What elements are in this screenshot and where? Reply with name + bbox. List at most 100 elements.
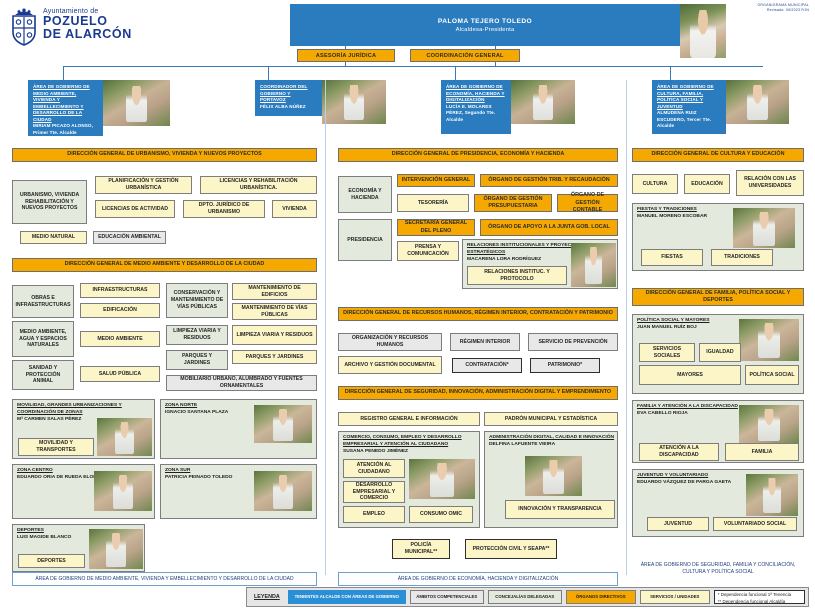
mayor-name: PALOMA TEJERO TOLEDO — [437, 17, 533, 25]
panel-admin-name: DELFINA LAFUENTE VIEIRA — [489, 441, 556, 447]
panel-zona-centro[interactable]: ZONA CENTRO EDUARDO ORIA DE RUEDA ELORRI… — [12, 464, 155, 519]
box-medio-ambiente[interactable]: MEDIO AMBIENTE — [80, 331, 160, 347]
box-padron-municipal[interactable]: PADRÓN MUNICIPAL Y ESTADÍSTICA — [484, 412, 618, 426]
box-medio-natural[interactable]: MEDIO NATURAL — [20, 231, 87, 244]
box-mobiliario-urbano[interactable]: MOBILIARIO URBANO, ALUMBRADO Y FUENTES O… — [166, 375, 317, 391]
ambito-obras-infraestructuras[interactable]: OBRAS E INFRAESTRUCTURAS — [12, 285, 74, 318]
box-atencion-ciudadano[interactable]: ATENCIÓN AL CIUDADANO — [343, 459, 405, 478]
panel-politica-social[interactable]: POLÍTICA SOCIAL Y MAYORES JUAN MANUEL RU… — [632, 314, 804, 394]
dg-recursos-humanos[interactable]: DIRECCIÓN GENERAL DE RECURSOS HUMANOS, R… — [338, 307, 618, 321]
box-salud-publica[interactable]: SALUD PÚBLICA — [80, 366, 160, 382]
panel-zona-sur[interactable]: ZONA SUR PATRICIA PEINADO TOLEDO — [160, 464, 317, 519]
panel-familia-discapacidad[interactable]: FAMILIA Y ATENCIÓN A LA DISCAPACIDAD EVA… — [632, 400, 804, 463]
box-dpto-juridico-urbanismo[interactable]: DPTO. JURÍDICO DE URBANISMO — [183, 200, 265, 218]
area-head-economia[interactable]: ÁREA DE GOBIERNO DE ECONOMÍA, HACIENDA Y… — [441, 80, 511, 134]
box-parques-jardines-2[interactable]: PARQUES Y JARDINES — [232, 350, 317, 364]
box-innovacion-transparencia[interactable]: INNOVACIÓN Y TRANSPARENCIA — [505, 500, 615, 519]
box-educacion[interactable]: EDUCACIÓN — [684, 174, 730, 194]
box-regimen-interior[interactable]: RÉGIMEN INTERIOR — [450, 333, 520, 351]
box-limpieza-viaria-1[interactable]: LIMPIEZA VIARIA Y RESIDUOS — [166, 325, 228, 345]
box-archivo-gestion-documental[interactable]: ARCHIVO Y GESTIÓN DOCUMENTAL — [338, 356, 442, 374]
box-mantenimiento-vias[interactable]: MANTENIMIENTO DE VÍAS PÚBLICAS — [232, 303, 317, 320]
box-desarrollo-empresarial[interactable]: DESARROLLO EMPRESARIAL Y COMERCIO — [343, 481, 405, 503]
ambito-medio-ambiente-agua[interactable]: MEDIO AMBIENTE, AGUA Y ESPACIOS NATURALE… — [12, 321, 74, 357]
box-movilidad-transportes[interactable]: MOVILIDAD Y TRANSPORTES — [18, 438, 94, 456]
box-licencias-rehabilitacion[interactable]: LICENCIAS Y REHABILITACIÓN URBANÍSTICA. — [200, 176, 317, 194]
box-secretaria-general-pleno[interactable]: SECRETARÍA GENERAL DEL PLENO — [397, 219, 475, 236]
box-igualdad[interactable]: IGUALDAD — [699, 343, 741, 362]
panel-zona-norte[interactable]: ZONA NORTE IGNACIO SANTANA PLAZA — [160, 399, 317, 459]
dg-medio-ambiente[interactable]: DIRECCIÓN GENERAL DE MEDIO AMBIENTE Y DE… — [12, 258, 317, 272]
panel-politica-photo — [739, 319, 799, 361]
box-familia[interactable]: FAMILIA — [725, 443, 799, 461]
box-policia-municipal[interactable]: POLICÍA MUNICIPAL** — [392, 539, 450, 559]
box-mayores[interactable]: MAYORES — [639, 365, 741, 385]
area-head-medio-ambiente[interactable]: ÁREA DE GOBIERNO DE MEDIO AMBIENTE, VIVI… — [28, 80, 103, 136]
ambito-economia-hacienda[interactable]: ECONOMÍA Y HACIENDA — [338, 176, 392, 213]
panel-zona-centro-who: ZONA CENTRO EDUARDO ORIA DE RUEDA ELORRI… — [17, 468, 113, 482]
box-tradiciones[interactable]: TRADICIONES — [711, 249, 773, 266]
panel-movilidad[interactable]: MOVILIDAD, GRANDES URBANIZACIONES Y COOR… — [12, 399, 155, 459]
panel-zona-sur-photo — [254, 471, 312, 511]
box-planificacion-gestion[interactable]: PLANIFICACIÓN Y GESTIÓN URBANÍSTICA — [95, 176, 192, 194]
panel-politica-who: POLÍTICA SOCIAL Y MAYORES JUAN MANUEL RU… — [637, 318, 709, 332]
box-limpieza-viaria-2[interactable]: LIMPIEZA VIARIA Y RESIDUOS — [232, 325, 317, 345]
box-infraestructuras[interactable]: INFRAESTRUCTURAS — [80, 283, 160, 298]
ambito-presidencia[interactable]: PRESIDENCIA — [338, 219, 392, 261]
box-contratacion[interactable]: CONTRATACIÓN* — [452, 358, 522, 373]
panel-comercio-name: SUSANA PENEDO JIMÉNEZ — [343, 448, 409, 454]
box-servicio-prevencion[interactable]: SERVICIO DE PREVENCIÓN — [528, 333, 618, 351]
coordinacion-general-box[interactable]: COORDINACIÓN GENERAL — [410, 49, 520, 62]
panel-deportes-who: DEPORTES LUIS MAGIDE BLANCO — [17, 528, 71, 542]
box-voluntariado-social[interactable]: VOLUNTARIADO SOCIAL — [713, 517, 797, 531]
box-cultura[interactable]: CULTURA — [632, 174, 678, 194]
panel-juventud-voluntariado[interactable]: JUVENTUD Y VOLUNTARIADO EDUARDO VÁZQUEZ … — [632, 469, 804, 537]
dg-familia-politica-social[interactable]: DIRECCIÓN GENERAL DE FAMILIA, POLÍTICA S… — [632, 288, 804, 306]
box-prensa-comunicacion[interactable]: PRENSA Y COMUNICACIÓN — [397, 241, 459, 261]
box-atencion-discapacidad[interactable]: ATENCIÓN A LA DISCAPACIDAD — [639, 443, 719, 461]
box-juventud[interactable]: JUVENTUD — [647, 517, 709, 531]
box-educacion-ambiental[interactable]: EDUCACIÓN AMBIENTAL — [93, 231, 166, 244]
panel-comercio-consumo[interactable]: COMERCIO, CONSUMO, EMPLEO Y DESARROLLO E… — [338, 431, 480, 528]
panel-administracion-digital[interactable]: ADMINISTRACIÓN DIGITAL, CALIDAD E INNOVA… — [484, 431, 618, 528]
box-empleo[interactable]: EMPLEO — [343, 506, 405, 523]
area-head-coordinador[interactable]: COORDINADOR DEL GOBIERNO Y PORTAVOZ FÉLI… — [255, 80, 322, 116]
box-proteccion-civil[interactable]: PROTECCIÓN CIVIL Y SEAPA** — [465, 539, 557, 559]
box-relaciones-protocolo[interactable]: RELACIONES INSTITUC. Y PROTOCOLO — [467, 266, 567, 285]
dg-presidencia[interactable]: DIRECCIÓN GENERAL DE PRESIDENCIA, ECONOM… — [338, 148, 618, 162]
box-relacion-universidades[interactable]: RELACIÓN CON LAS UNIVERSIDADES — [736, 170, 804, 196]
box-servicios-sociales[interactable]: SERVICIOS SOCIALES — [639, 343, 695, 362]
mayor-box[interactable]: PALOMA TEJERO TOLEDO Alcaldesa-President… — [290, 4, 680, 46]
box-tesoreria[interactable]: TESORERÍA — [397, 194, 469, 212]
area-head-cultura[interactable]: ÁREA DE GOBIERNO DE CULTURA, FAMILIA, PO… — [652, 80, 726, 134]
dg-seguridad-innovacion[interactable]: DIRECCIÓN GENERAL DE SEGURIDAD, INNOVACI… — [338, 386, 618, 400]
box-parques-jardines-1[interactable]: PARQUES Y JARDINES — [166, 350, 228, 370]
box-deportes[interactable]: DEPORTES — [18, 554, 85, 568]
area-head-4-photo — [726, 80, 789, 124]
box-vivienda[interactable]: VIVIENDA — [272, 200, 317, 218]
dg-urbanismo[interactable]: DIRECCIÓN GENERAL DE URBANISMO, VIVIENDA… — [12, 148, 317, 162]
box-edificacion[interactable]: EDIFICACIÓN — [80, 303, 160, 318]
box-organo-gestion-contable[interactable]: ÓRGANO DE GESTIÓN CONTABLE — [557, 192, 618, 213]
box-politica-social[interactable]: POLÍTICA SOCIAL — [745, 365, 799, 385]
panel-deportes[interactable]: DEPORTES LUIS MAGIDE BLANCO DEPORTES — [12, 524, 145, 572]
box-mantenimiento-edificios[interactable]: MANTENIMIENTO DE EDIFICIOS — [232, 283, 317, 300]
box-intervencion-general[interactable]: INTERVENCIÓN GENERAL — [397, 174, 475, 187]
box-consumo-omic[interactable]: CONSUMO OMIC — [409, 506, 473, 523]
ambito-urbanismo[interactable]: URBANISMO, VIVIENDA REHABILITACIÓN Y NUE… — [12, 180, 87, 224]
box-fiestas[interactable]: FIESTAS — [641, 249, 703, 266]
box-organizacion-rrhh[interactable]: ORGANIZACIÓN Y RECURSOS HUMANOS — [338, 333, 442, 351]
box-licencias-actividad[interactable]: LICENCIAS DE ACTIVIDAD — [95, 200, 175, 218]
panel-relaciones-institucionales[interactable]: RELACIONES INSTITUCIONALES Y PROYECTOS E… — [462, 239, 618, 289]
panel-zona-sur-role: ZONA SUR — [165, 468, 191, 473]
box-patrimonio[interactable]: PATRIMONIO* — [530, 358, 600, 373]
box-organo-gestion-presupuestaria[interactable]: ÓRGANO DE GESTIÓN PRESUPUESTARIA — [474, 194, 552, 212]
box-organo-gestion-tributaria[interactable]: ÓRGANO DE GESTIÓN TRIB. Y RECAUDACIÓN — [480, 174, 618, 187]
asesoria-juridica-box[interactable]: ASESORÍA JURÍDICA — [297, 49, 395, 62]
box-conservacion-vias[interactable]: CONSERVACIÓN Y MANTENIMIENTO DE VÍAS PÚB… — [166, 283, 228, 318]
box-registro-general[interactable]: REGISTRO GENERAL E INFORMACIÓN — [338, 412, 480, 426]
box-organo-apoyo-junta[interactable]: ÓRGANO DE APOYO A LA JUNTA GOB. LOCAL — [480, 219, 618, 236]
panel-fiestas-tradiciones[interactable]: FIESTAS Y TRADICIONES MANUEL MORENO ESCO… — [632, 203, 804, 271]
dg-cultura-educacion[interactable]: DIRECCIÓN GENERAL DE CULTURA Y EDUCACIÓN — [632, 148, 804, 162]
ambito-sanidad-proteccion-animal[interactable]: SANIDAD Y PROTECCIÓN ANIMAL — [12, 360, 74, 390]
